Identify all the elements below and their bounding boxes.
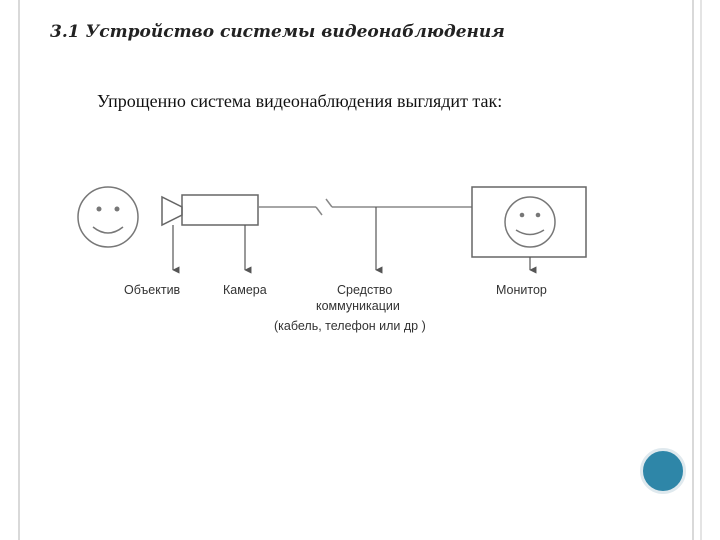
- slide-title: 3.1 Устройство системы видеонаблюдения: [50, 22, 505, 42]
- frame-line-right-outer: [700, 0, 702, 540]
- frame-line-right: [692, 0, 694, 540]
- surveillance-diagram: Объектив Камера Средство коммуникации (к…: [77, 186, 587, 333]
- medium-label-line2: коммуникации: [316, 299, 400, 313]
- camera-icon: [181, 194, 259, 226]
- lens-icon: [161, 195, 183, 227]
- lens-label: Объектив: [124, 283, 181, 297]
- person-face-icon: [77, 186, 139, 248]
- camera-label: Камера: [223, 283, 267, 297]
- medium-label-line3: (кабель, телефон или др ): [274, 319, 426, 333]
- medium-label-line1: Средство: [337, 283, 392, 297]
- monitor-label: Монитор: [496, 283, 547, 297]
- frame-line-left: [18, 0, 20, 540]
- slide-body-text: Упрощенно система видеонаблюдения выгляд…: [97, 91, 503, 111]
- accent-circle: [640, 448, 686, 494]
- cable-line: [258, 198, 472, 216]
- monitor-icon: [471, 186, 587, 258]
